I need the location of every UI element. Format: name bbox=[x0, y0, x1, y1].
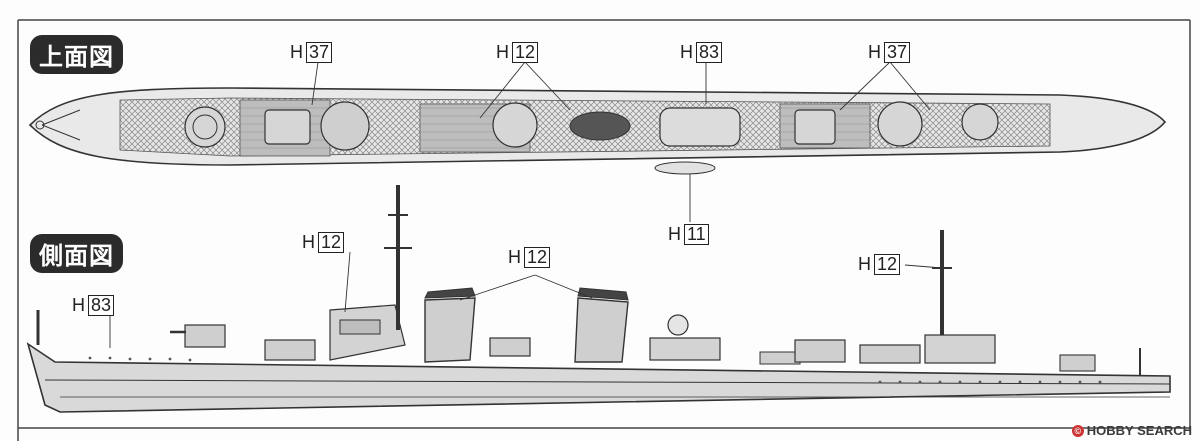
side-view-label: 側面図 bbox=[30, 234, 123, 273]
top-torpedo-mount-1 bbox=[492, 102, 538, 148]
callout-number: 12 bbox=[318, 232, 345, 253]
callout-number: 83 bbox=[696, 42, 723, 63]
watermark-text: HOBBY SEARCH bbox=[1086, 423, 1192, 438]
side-aft-house bbox=[924, 334, 996, 364]
callout-number: 37 bbox=[884, 42, 911, 63]
side-portholes bbox=[88, 356, 1102, 384]
top-aft-house bbox=[794, 109, 836, 145]
callout-prefix: H bbox=[868, 42, 881, 62]
side-searchlight-platform bbox=[649, 337, 721, 361]
callout-prefix: H bbox=[680, 42, 693, 62]
side-view-ship bbox=[26, 185, 1171, 413]
side-funnel-2 bbox=[574, 297, 629, 363]
callout-number: 11 bbox=[684, 224, 709, 245]
callout-prefix: H bbox=[290, 42, 303, 62]
top-turret-1 bbox=[184, 106, 226, 148]
top-turret-2 bbox=[877, 101, 923, 147]
side-funnel-1 bbox=[424, 297, 476, 363]
top-leader-lines bbox=[311, 61, 931, 222]
top-turret-3 bbox=[961, 103, 999, 141]
callout-prefix: H bbox=[496, 42, 509, 62]
callout-number: 12 bbox=[524, 247, 551, 268]
callout-prefix: H bbox=[668, 224, 681, 244]
callout-prefix: H bbox=[508, 247, 521, 267]
top-funnel-2 bbox=[569, 111, 631, 141]
callout-number: 37 bbox=[306, 42, 333, 63]
callout-prefix: H bbox=[858, 254, 871, 274]
top-bridge bbox=[264, 109, 311, 145]
top-boat bbox=[654, 161, 716, 175]
side-forward-gun bbox=[184, 324, 226, 348]
callout-prefix: H bbox=[302, 232, 315, 252]
side-leader-lines bbox=[109, 251, 943, 348]
watermark: © HOBBY SEARCH bbox=[1071, 423, 1192, 438]
hobby-search-logo-icon: © bbox=[1071, 424, 1084, 437]
top-view-ship bbox=[28, 87, 1167, 175]
callout-number: 12 bbox=[874, 254, 901, 275]
callout-number: 12 bbox=[512, 42, 539, 63]
callout-number: 83 bbox=[88, 295, 115, 316]
side-hull bbox=[26, 342, 1171, 413]
top-searchlight-deck bbox=[659, 107, 741, 147]
top-funnel-1 bbox=[320, 101, 370, 151]
callout-prefix: H bbox=[72, 295, 85, 315]
top-view-label: 上面図 bbox=[30, 35, 123, 74]
